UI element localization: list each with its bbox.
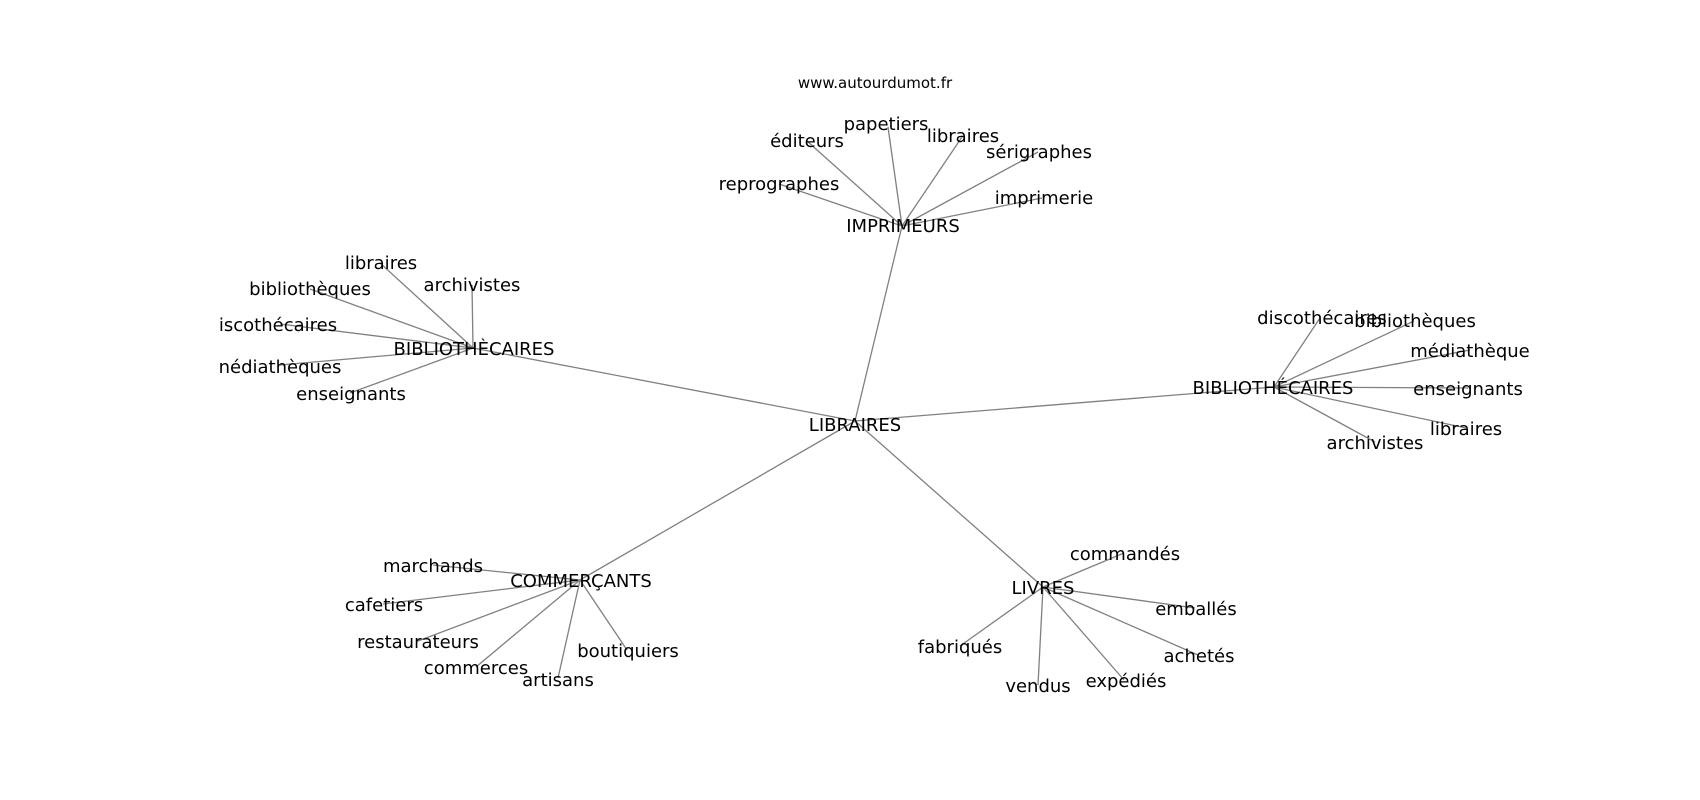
leaf-commercants-artisans: artisans (522, 670, 594, 691)
edge-bibl-left-bibliotheques (309, 288, 474, 349)
edge-center-livres (854, 420, 1044, 588)
leaf-commercants-commerces: commerces (424, 658, 528, 679)
edge-bibl-right-mediatheque (1273, 349, 1471, 388)
leaf-livres-achetes: achetés (1164, 646, 1235, 667)
leaf-livres-emballes: emballés (1155, 599, 1237, 620)
leaf-commercants-marchands: marchands (383, 556, 483, 577)
leaf-imprimeurs-libraires: libraires (927, 126, 999, 147)
edge-bibl-left-libraires (379, 262, 474, 349)
edge-commercants-commerces (475, 579, 581, 668)
leaf-livres-vendus: vendus (1005, 676, 1070, 697)
leaf-bibl-right-bibliotheques: bibliothèques (1354, 311, 1476, 332)
edge-livres-vendus (1037, 586, 1044, 686)
leaf-bibl-right-enseignants: enseignants (1413, 379, 1523, 400)
leaf-commercants-boutiquiers: boutiquiers (577, 641, 679, 662)
leaf-imprimeurs-editeurs: éditeurs (770, 131, 844, 152)
edge-imprimeurs-serigraphes (901, 151, 1039, 227)
edge-center-bibliothecaires-right (854, 386, 1275, 422)
leaf-bibl-right-mediatheque: médiathèque (1410, 341, 1530, 362)
edge-imprimeurs-reprographes (778, 183, 903, 227)
edge-livres-fabriques (959, 586, 1044, 647)
leaf-bibl-right-discothecaires: discothécaires (1257, 308, 1387, 329)
node-livres: LIVRES (1012, 578, 1075, 599)
edge-imprimeurs-editeurs (806, 140, 903, 227)
edge-commercants-artisans (557, 579, 581, 679)
leaf-bibl-left-enseignants: enseignants (296, 384, 406, 405)
edge-center-bibliothecaires-left (472, 347, 856, 422)
node-commercants: COMMERÇANTS (510, 571, 652, 592)
leaf-livres-commandes: commandés (1070, 544, 1180, 565)
leaf-bibl-left-bibliotheques: bibliothèques (249, 279, 371, 300)
edge-center-commercants (579, 420, 856, 581)
node-center: LIBRAIRES (809, 415, 901, 436)
edge-bibl-right-libraires (1273, 386, 1467, 429)
node-labels: LIBRAIRES IMPRIMEURS papetiers éditeurs … (219, 114, 1530, 697)
edge-livres-expedies (1042, 586, 1125, 681)
edge-bibl-right-bibliotheques (1273, 320, 1415, 388)
leaf-imprimeurs-serigraphes: sérigraphes (986, 142, 1092, 163)
edge-center-imprimeurs (854, 225, 903, 422)
edge-livres-achetes (1042, 586, 1199, 656)
edge-imprimeurs-imprimerie (901, 197, 1043, 227)
edge-livres-emballes (1042, 586, 1196, 609)
leaf-livres-expedies: expédiés (1086, 671, 1167, 692)
edge-commercants-restaurateurs (417, 579, 581, 642)
edge-imprimeurs-papetiers (887, 126, 903, 227)
leaf-imprimeurs-papetiers: papetiers (844, 114, 929, 135)
edge-livres-commandes (1042, 552, 1125, 588)
edge-commercants-marchands (432, 564, 581, 581)
edge-commercants-cafetiers (382, 579, 581, 605)
leaf-commercants-restaurateurs: restaurateurs (357, 632, 479, 653)
edge-commercants-boutiquiers (579, 579, 628, 651)
leaf-imprimeurs-imprimerie: imprimerie (995, 188, 1093, 209)
leaf-commercants-cafetiers: cafetiers (345, 595, 423, 616)
edge-imprimeurs-libraires (901, 136, 963, 227)
leaf-livres-fabriques: fabriqués (918, 637, 1002, 658)
leaf-bibl-left-iscothecaires: iscothécaires (219, 315, 337, 336)
edge-bibl-right-discothecaires (1273, 317, 1321, 388)
leaf-bibl-left-archivistes: archivistes (424, 275, 521, 296)
edge-bibl-right-archivistes (1273, 386, 1376, 443)
site-url: www.autourdumot.fr (798, 74, 953, 92)
edge-bibl-left-enseignants (349, 347, 474, 394)
node-imprimeurs: IMPRIMEURS (846, 216, 960, 237)
node-bibliothecaires-left: BIBLIOTHÈCAIRES (394, 338, 555, 360)
edge-bibl-left-archivistes (471, 284, 474, 349)
leaf-bibl-left-libraires: libraires (345, 253, 417, 274)
leaf-bibl-right-archivistes: archivistes (1327, 433, 1424, 454)
edge-bibl-left-nediatheques (279, 347, 474, 366)
edges (279, 126, 1471, 686)
leaf-bibl-right-libraires: libraires (1430, 419, 1502, 440)
leaf-bibl-left-nediatheques: nédiathèques (219, 357, 342, 378)
node-bibliothecaires-right: BIBLIOTHÉCAIRES (1193, 377, 1354, 399)
edge-bibl-right-enseignants (1273, 386, 1469, 389)
leaf-imprimeurs-reprographes: reprographes (719, 174, 840, 195)
edge-bibl-left-iscothecaires (279, 323, 474, 349)
